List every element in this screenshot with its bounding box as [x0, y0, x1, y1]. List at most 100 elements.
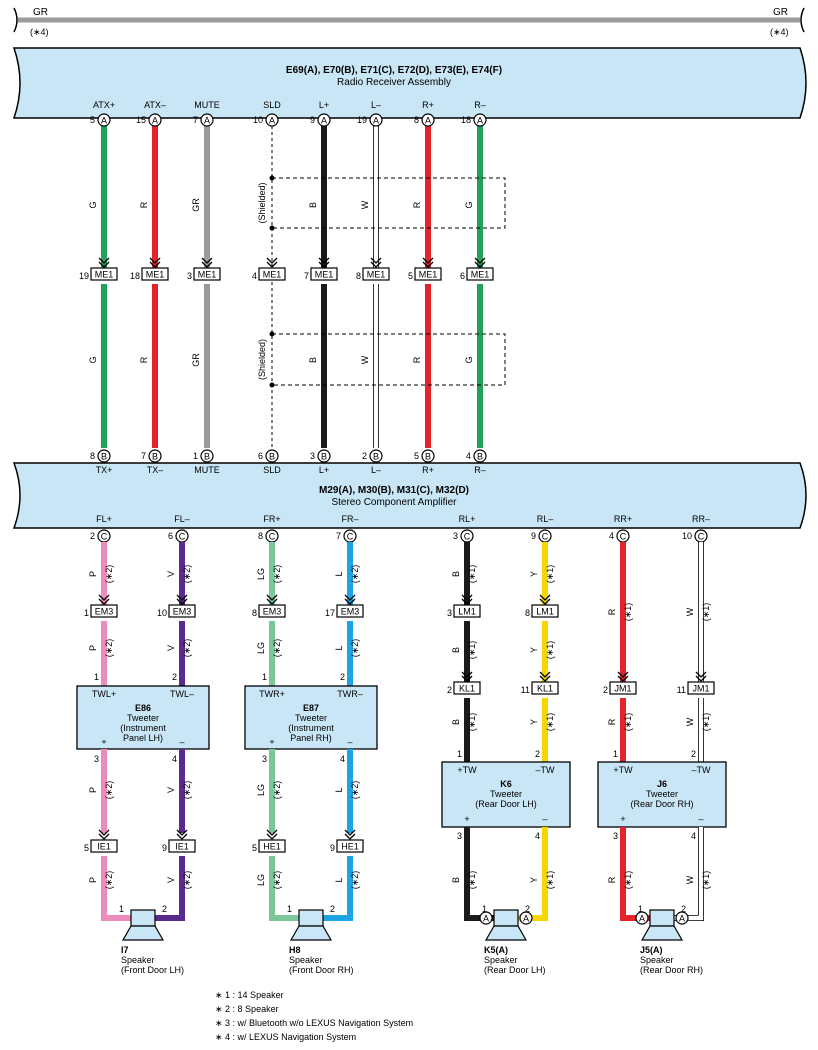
pin-number: 7	[141, 451, 146, 461]
connector-pin-circle: A	[421, 113, 435, 127]
pin-number: 5	[84, 843, 89, 853]
speaker-location: (Rear Door LH)	[484, 965, 546, 975]
pin-number: 3	[613, 831, 618, 841]
wire-color-code: Y	[529, 877, 539, 883]
pin-number: 6	[258, 451, 263, 461]
tweeter-id: K6	[500, 779, 512, 789]
connector-letter: B	[269, 452, 275, 462]
junction-label: HE1	[263, 842, 281, 852]
top-bus-note-right: (∗4)	[770, 27, 789, 37]
tweeter-pos-label: TWR+	[259, 689, 285, 699]
connector-letter: A	[483, 914, 489, 924]
radio-receiver-panel: E69(A), E70(B), E71(C), E72(D), E73(E), …	[12, 47, 807, 119]
connector-letter: B	[152, 452, 158, 462]
shielded-label: (Shielded)	[257, 339, 267, 380]
speaker-pin: 1	[638, 904, 643, 914]
connector-letter: A	[152, 116, 158, 126]
polarity-plus: +	[620, 814, 625, 824]
wire-color-code: W	[685, 717, 695, 726]
connector-letter: A	[425, 116, 431, 126]
amp-output-pin-label: RR+	[614, 514, 632, 524]
junction-label: JM1	[692, 684, 709, 694]
wire-note: (∗2)	[350, 871, 360, 890]
wire-color-code: R	[607, 608, 617, 615]
wire-note: (∗2)	[182, 871, 192, 890]
junction-label: HE1	[341, 842, 359, 852]
amp-input-pin-label: R+	[422, 465, 434, 475]
connector-pin-circle: A	[675, 911, 689, 925]
shield-node	[269, 382, 275, 388]
wire-note: (∗2)	[104, 565, 114, 584]
pin-number: 4	[466, 451, 471, 461]
speaker-pin: 1	[287, 904, 292, 914]
speaker-pin: 2	[681, 904, 686, 914]
wire-color-code: GR	[191, 198, 201, 212]
pin-number: 2	[362, 451, 367, 461]
wire	[320, 856, 353, 921]
junction-connector: ME1	[466, 257, 494, 281]
pin-number: 4	[340, 754, 345, 764]
wire-color-code: GR	[191, 353, 201, 367]
pin-number: 8	[356, 271, 361, 281]
pin-number: 10	[157, 608, 167, 618]
pin-number: 1	[262, 672, 267, 682]
radio-pin-label: SLD	[263, 100, 281, 110]
junction-connector: KL1	[453, 671, 481, 695]
polarity-minus: –	[347, 737, 352, 747]
amp-output-pin-label: FR+	[263, 514, 280, 524]
junction-label: EM3	[341, 607, 360, 617]
tweeter-pos-label: +TW	[613, 765, 633, 775]
connector-letter: A	[639, 914, 645, 924]
wire-color-code: P	[88, 877, 98, 883]
wire-note: (∗1)	[701, 871, 711, 890]
wire-color-code: LG	[256, 874, 266, 886]
connector-letter: A	[373, 116, 379, 126]
tweeter-neg-label: TWL–	[170, 689, 194, 699]
amp-output-pin-label: RR–	[692, 514, 710, 524]
wire-color-code: L	[334, 787, 344, 792]
footnote: ∗ 2 : 8 Speaker	[215, 1004, 279, 1014]
shield-node	[269, 225, 275, 231]
wire-color-code: B	[451, 571, 461, 577]
speaker-pin: 2	[525, 904, 530, 914]
wire-color-code: V	[166, 877, 176, 883]
tweeter-name: Tweeter	[295, 713, 327, 723]
tweeter-neg-label: –TW	[536, 765, 556, 775]
pin-number: 7	[336, 531, 341, 541]
footnotes: ∗ 1 : 14 Speaker ∗ 2 : 8 Speaker ∗ 3 : w…	[215, 988, 413, 1044]
connector-letter: B	[204, 452, 210, 462]
wire-color-code: B	[451, 719, 461, 725]
speaker-name: Speaker	[121, 955, 155, 965]
wire-note: (∗1)	[701, 713, 711, 732]
amp-output-pin-label: RL–	[537, 514, 554, 524]
pin-number: 2	[691, 749, 696, 759]
wire-color-code: LG	[256, 642, 266, 654]
footnote: ∗ 3 : w/ Bluetooth w/o LEXUS Navigation …	[215, 1018, 414, 1028]
tweeter-name: Tweeter	[127, 713, 159, 723]
connector-letter: C	[620, 532, 627, 542]
amp-input-pin-label: L–	[371, 465, 381, 475]
junction-connector: HE1	[258, 829, 286, 853]
wire-note: (∗2)	[350, 565, 360, 584]
wire-note: (∗2)	[272, 871, 282, 890]
junction-label: JM1	[614, 684, 631, 694]
tweeter-neg-label: –TW	[692, 765, 712, 775]
pin-number: 18	[130, 271, 140, 281]
wire-note: (∗1)	[623, 603, 633, 622]
connector-pin-circle: B	[421, 449, 435, 463]
junction-label: EM3	[95, 607, 114, 617]
speaker-location: (Front Door RH)	[289, 965, 354, 975]
pin-number: 6	[168, 531, 173, 541]
connector-pin-circle: B	[148, 449, 162, 463]
junction-label: KL1	[537, 684, 553, 694]
shield-node	[269, 175, 275, 181]
wire-note: (∗1)	[467, 871, 477, 890]
speaker-id: K5(A)	[484, 945, 508, 955]
speaker-id: I7	[121, 945, 129, 955]
amp-input-pin-label: TX+	[96, 465, 113, 475]
connector-letter: C	[698, 532, 705, 542]
tweeter-location: (Instrument	[288, 723, 334, 733]
